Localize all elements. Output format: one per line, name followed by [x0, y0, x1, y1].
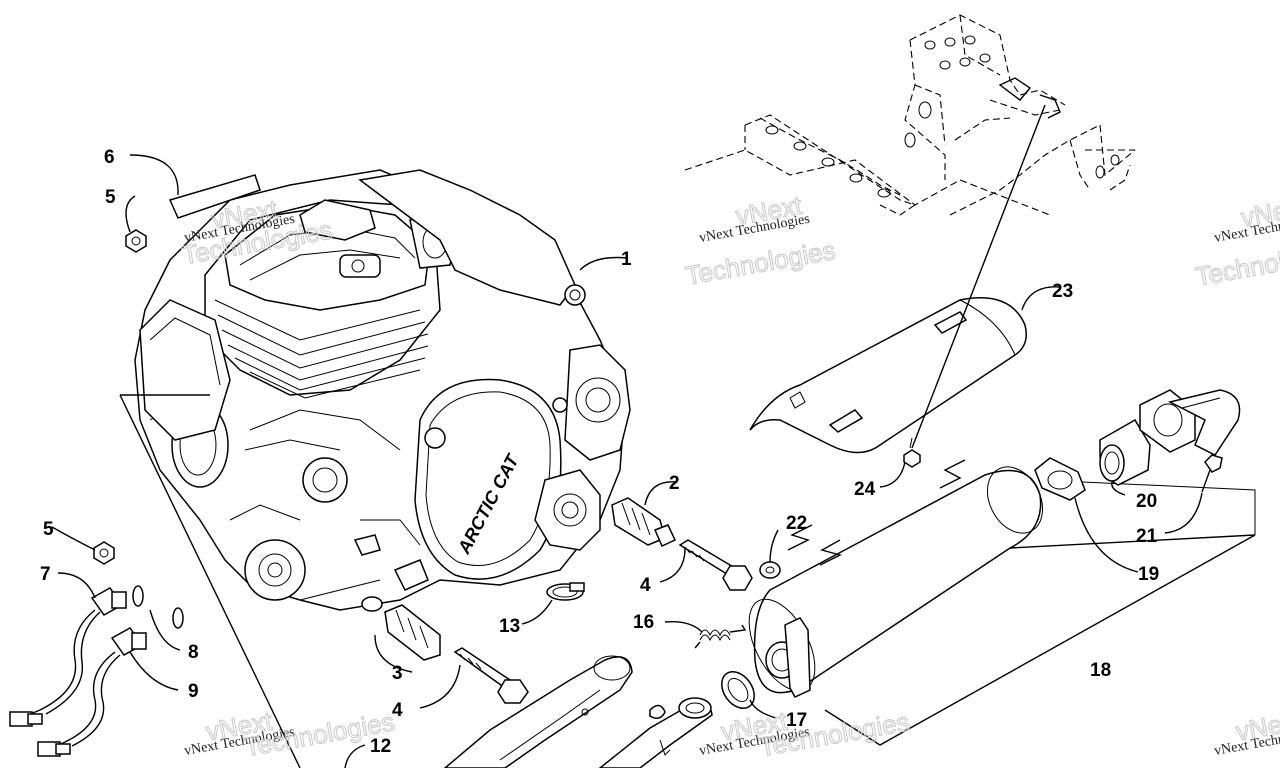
callout-12: 12	[370, 736, 391, 757]
callout-18: 18	[1090, 660, 1111, 681]
callout-19: 19	[1138, 564, 1159, 585]
callout-23: 23	[1052, 281, 1073, 302]
callout-24: 24	[854, 479, 876, 500]
outlet-pipe-20	[1099, 389, 1241, 486]
callout-1: 1	[621, 249, 632, 270]
callout-4-lower: 4	[392, 700, 403, 721]
bolt-4-lower	[453, 647, 529, 704]
bolt-4-upper	[678, 539, 753, 591]
sensor-harness-7	[9, 587, 127, 727]
gasket-stud-3	[361, 596, 441, 661]
screw-24	[903, 437, 921, 468]
svg-text:vNext: vNext	[1234, 705, 1280, 746]
washer-22	[759, 561, 781, 579]
gasket-stud-2	[611, 497, 676, 548]
callout-4-upper: 4	[640, 575, 651, 596]
watermark-3: vNext Technologies vNext Technologies	[1193, 191, 1280, 292]
callout-17: 17	[786, 710, 807, 731]
spring-16	[694, 624, 747, 649]
callout-16: 16	[633, 612, 654, 633]
callout-20: 20	[1136, 491, 1157, 512]
watermarks: vNext Technologies vNext Technologies vN…	[179, 189, 1280, 763]
engine-assembly: ARCTIC CAT	[134, 169, 631, 611]
svg-text:Technologies: Technologies	[1193, 236, 1280, 292]
nuts-5	[93, 229, 147, 565]
callout-3: 3	[392, 663, 403, 684]
heat-shield-23	[749, 297, 1027, 454]
callout-5-lower: 5	[43, 519, 54, 540]
callout-22: 22	[786, 513, 807, 534]
o-rings-8	[132, 585, 184, 629]
callout-21: 21	[1136, 526, 1158, 547]
decal-6	[168, 174, 261, 219]
callout-7: 7	[40, 564, 51, 585]
callout-9: 9	[188, 681, 199, 702]
callout-13: 13	[499, 616, 520, 637]
watermark-4: vNext Technologies vNext Technologies	[183, 705, 397, 763]
callout-numbers: 1 2 3 4 4 5 5 6 7 8 9 12 13 16 17 18 19 …	[40, 147, 1159, 757]
leader-18	[824, 534, 1256, 746]
head-pipe-12	[443, 655, 633, 768]
leader-lines	[51, 154, 1203, 768]
gasket-17	[721, 671, 755, 709]
gasket-19	[1034, 457, 1086, 501]
sensor-harness-9	[37, 627, 147, 757]
callout-5-upper: 5	[105, 187, 116, 208]
clamp-13	[546, 582, 585, 601]
leader-frame	[119, 394, 301, 768]
frame-outline	[684, 14, 1136, 216]
leader-24-up	[911, 104, 1046, 449]
callout-8: 8	[188, 642, 199, 663]
mid-pipe	[598, 697, 713, 768]
bolt-21	[1201, 454, 1223, 493]
muffler-18	[748, 459, 1044, 698]
svg-text:vNext: vNext	[1239, 192, 1280, 233]
watermark-6: vNext Technologies vNext	[1213, 705, 1280, 759]
watermark-2: vNext Technologies vNext Technologies	[683, 189, 839, 291]
callout-6: 6	[104, 147, 115, 168]
callout-2: 2	[669, 473, 680, 494]
